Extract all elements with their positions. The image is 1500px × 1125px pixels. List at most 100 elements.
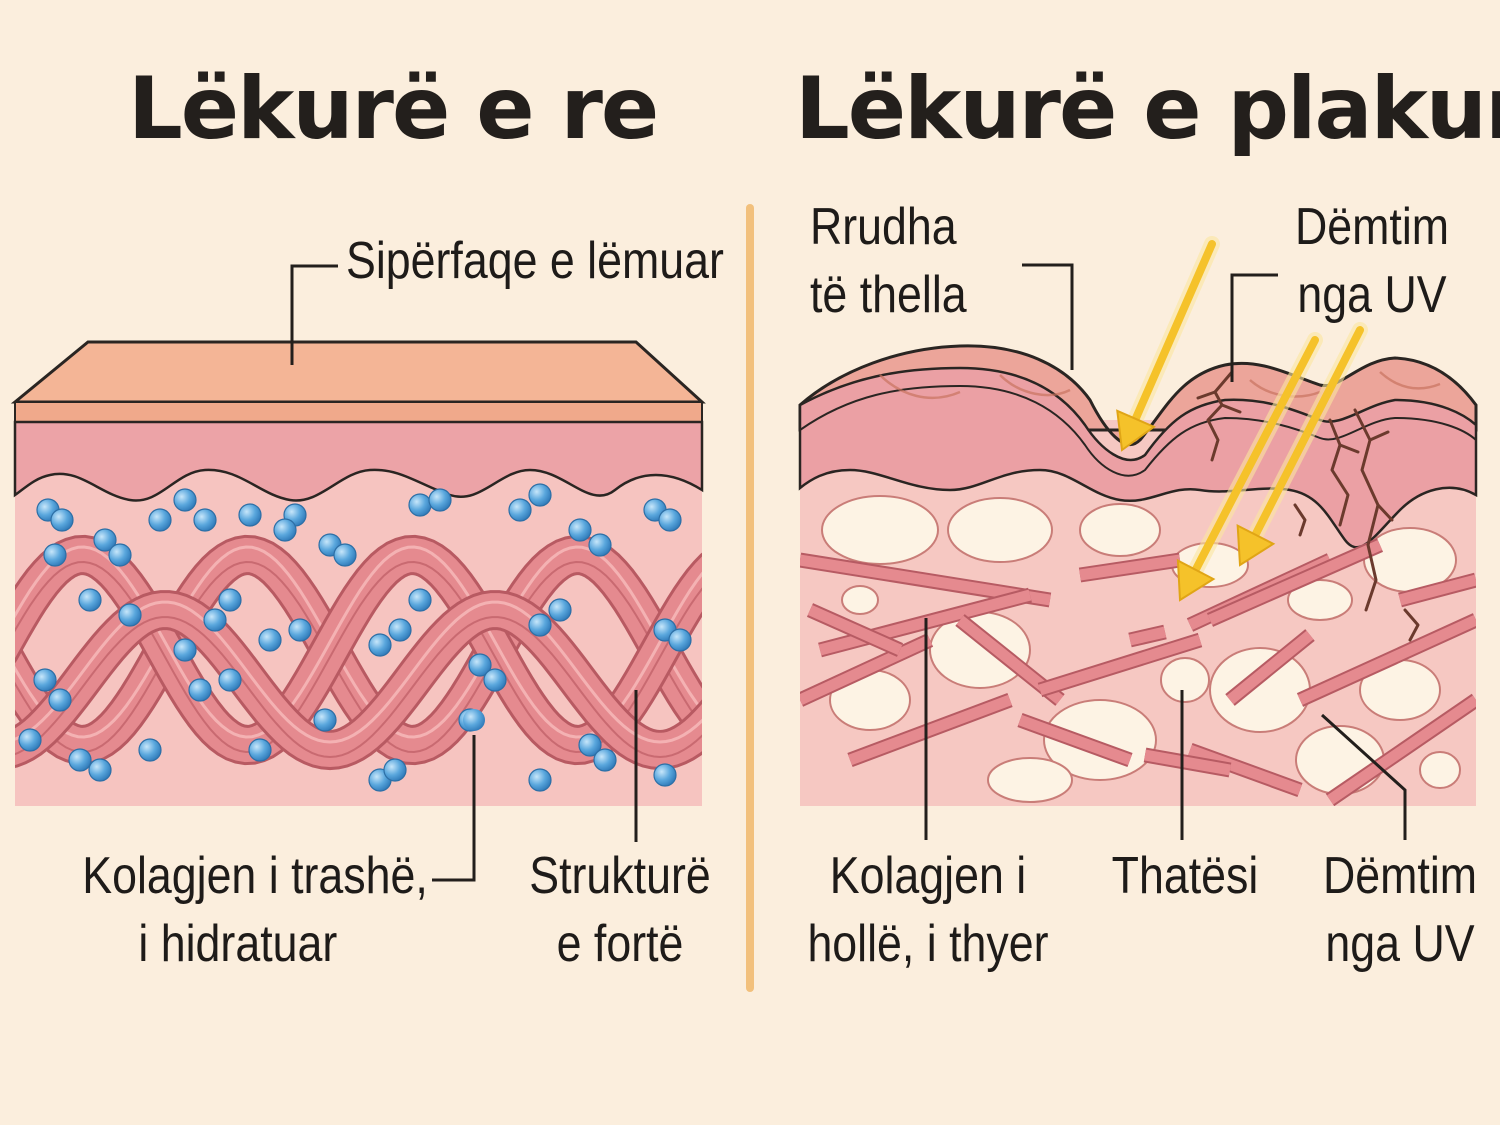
dry-pocket [947, 497, 1053, 563]
water-molecule [238, 503, 262, 527]
water-molecule [548, 598, 572, 622]
water-molecule [218, 668, 242, 692]
uv-ray-arrowhead [1176, 558, 1216, 602]
leader-deep-wrinkles [1022, 263, 1074, 370]
aged-skin-block [798, 236, 1478, 806]
broken-collagen-fiber [1079, 554, 1181, 581]
water-molecule [428, 488, 452, 512]
collagen-fiber-strand [15, 560, 702, 754]
dry-pocket [1079, 503, 1161, 557]
water-molecule [273, 518, 297, 542]
young-water-molecules [18, 483, 692, 792]
broken-collagen-fiber [1207, 539, 1383, 626]
label-uv-damage-bottom: Dëmtim nga UV [1316, 843, 1485, 978]
label-thin-collagen-line2: hollë, i thyer [807, 914, 1049, 973]
water-molecule [88, 758, 112, 782]
broken-collagen-fiber [1398, 574, 1476, 606]
young-skin-block [10, 340, 706, 806]
dry-pocket [1160, 657, 1210, 703]
title-aged-skin: Lëkurë e plakur [795, 59, 1500, 159]
label-deep-wrinkles: Rrudha të thella [810, 194, 967, 329]
label-thin-collagen-line1: Kolagjen i [829, 847, 1027, 905]
label-thick-collagen: Kolagjen i trashë, i hidratuar [82, 843, 428, 978]
water-molecule [118, 603, 142, 627]
water-molecule [508, 498, 532, 522]
water-molecule [528, 613, 552, 637]
collagen-fiber-strand [15, 616, 702, 759]
dry-pocket [1287, 579, 1353, 621]
label-uv-damage-top: Dëmtim nga UV [1277, 194, 1466, 329]
label-smooth-surface-text: Sipërfaqe e lëmuar [346, 232, 724, 290]
water-molecule [48, 688, 72, 712]
young-epidermis [13, 420, 704, 502]
water-molecule [203, 608, 227, 632]
water-molecule [408, 493, 432, 517]
uv-rays [1116, 236, 1368, 602]
label-uv-damage-bottom-line1: Dëmtim [1322, 847, 1478, 905]
broken-collagen-fiber [1188, 744, 1302, 796]
water-molecule [43, 543, 67, 567]
water-molecule [578, 733, 602, 757]
uv-ray [1251, 326, 1364, 539]
aged-epidermis [798, 366, 1478, 549]
uv-ray [1191, 336, 1319, 574]
water-molecule [528, 768, 552, 792]
aged-broken-collagen-fibers [800, 538, 1476, 806]
water-molecule [173, 638, 197, 662]
water-molecule [388, 618, 412, 642]
label-strong-structure-line1: Strukturë [529, 847, 711, 905]
water-molecule [568, 518, 592, 542]
leader-thick-collagen [432, 735, 476, 882]
dry-pocket [987, 757, 1073, 803]
uv-cracks [1196, 370, 1420, 642]
broken-collagen-fiber [1297, 614, 1476, 706]
water-molecule [468, 653, 492, 677]
dry-pocket [821, 495, 939, 565]
dry-pocket [841, 585, 879, 615]
label-dryness: Thatësi [1103, 843, 1266, 911]
water-molecule [188, 678, 212, 702]
surface-shading [879, 371, 1441, 400]
label-thick-collagen-line2: i hidratuar [138, 914, 338, 973]
label-deep-wrinkles-line1: Rrudha [810, 198, 957, 256]
water-molecule [78, 588, 102, 612]
broken-collagen-fiber [1018, 714, 1132, 766]
uv-ray [1131, 240, 1216, 423]
water-molecule [218, 588, 242, 612]
water-molecule [333, 543, 357, 567]
water-molecule [658, 508, 682, 532]
collagen-fiber-highlight [15, 600, 702, 744]
water-molecule [408, 588, 432, 612]
broken-collagen-fiber [800, 635, 933, 705]
label-uv-damage-bottom-line2: nga UV [1325, 914, 1475, 973]
uv-ray-arrowhead [1236, 523, 1276, 567]
water-molecule [50, 508, 74, 532]
water-molecule [528, 483, 552, 507]
label-uv-damage-top-line1: Dëmtim [1294, 198, 1450, 256]
broken-collagen-fiber [1038, 634, 1202, 696]
label-strong-structure: Strukturë e fortë [515, 843, 725, 978]
water-molecule [383, 758, 407, 782]
label-smooth-surface: Sipërfaqe e lëmuar [346, 228, 724, 296]
dry-pocket [1419, 751, 1461, 789]
young-smooth-surface [10, 340, 706, 404]
broken-collagen-fiber [848, 694, 1012, 766]
collagen-fiber [15, 593, 702, 768]
leader-uv-damage-top [1230, 273, 1278, 382]
water-molecule [288, 618, 312, 642]
broken-collagen-fiber [1144, 749, 1231, 776]
leader-uv-damage-bottom [1320, 713, 1407, 840]
label-uv-damage-top-line2: nga UV [1297, 265, 1447, 324]
label-thin-collagen: Kolagjen i hollë, i thyer [792, 843, 1064, 978]
water-molecule [248, 738, 272, 762]
water-molecule [68, 748, 92, 772]
leader-dot-young [463, 709, 485, 731]
wrinkle-fold-line [799, 384, 1477, 477]
label-strong-structure-line2: e fortë [556, 914, 684, 973]
broken-collagen-fiber [1326, 695, 1476, 805]
broken-collagen-fiber [1226, 630, 1314, 705]
broken-collagen-fiber [1128, 626, 1167, 646]
dry-pocket [1209, 647, 1311, 733]
uv-ray-arrowhead [1116, 409, 1156, 452]
